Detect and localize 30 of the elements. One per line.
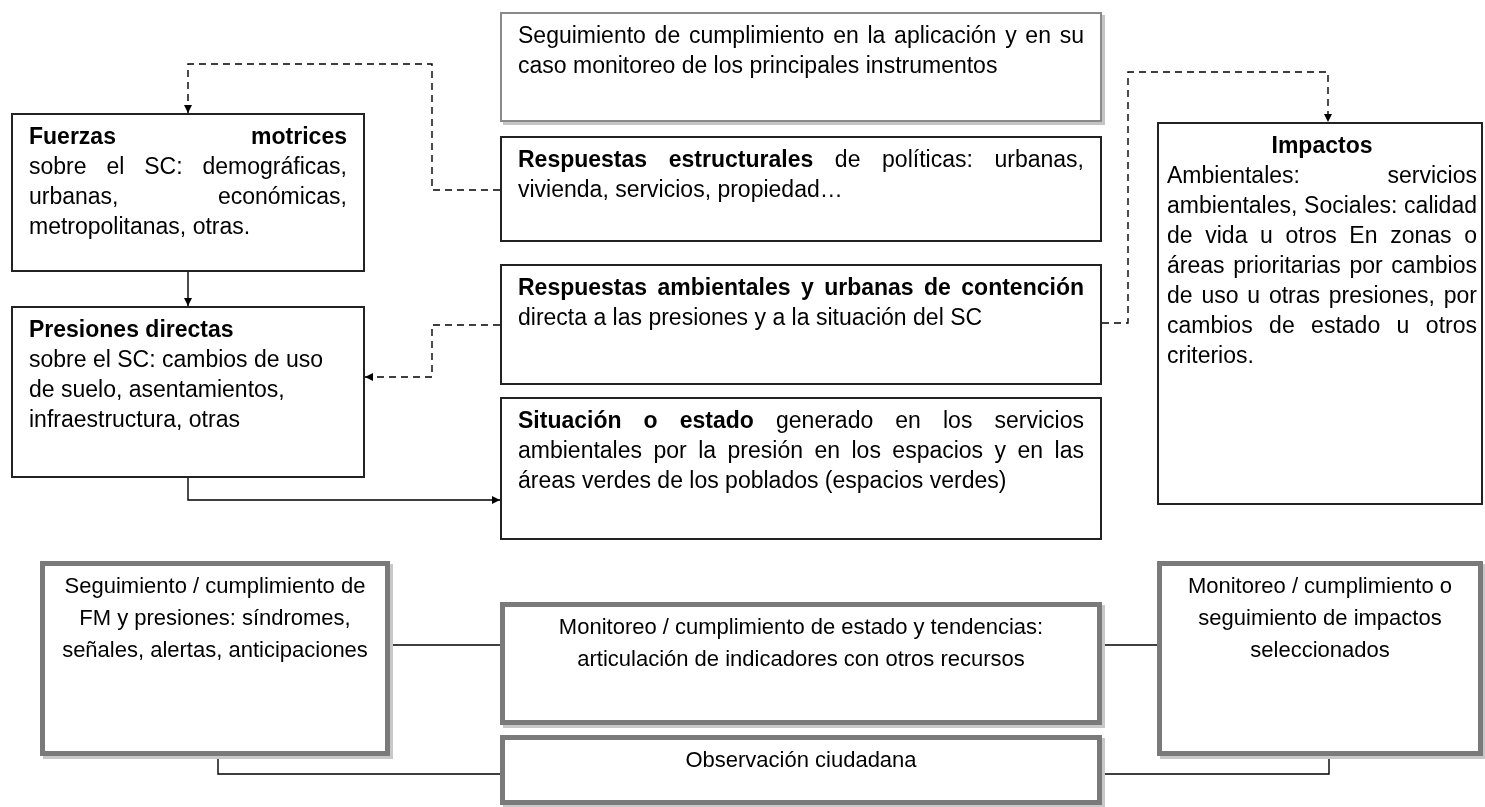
box-heading: Fuerzas motrices: [29, 122, 347, 151]
box-text: Seguimiento / cumplimiento de FM y presiones: síndromes, señales, alertas, anticipaciones: [61, 572, 369, 664]
process-box: [11, 306, 365, 478]
arrow: [364, 324, 501, 381]
box-heading: Impactos: [1270, 131, 1374, 160]
process-box: [500, 264, 1102, 385]
process-box: [500, 12, 1102, 122]
box-text: Situación o estado generado en los servicios ambientales por la presión en los espacios y en las áreas verdes de los poblados (espacios verdes): [518, 406, 1084, 495]
process-box: [1157, 561, 1483, 756]
box-text: Monitoreo / cumplimiento de estado y tendencias: articulación de indicadores con otros recursos: [557, 613, 1045, 673]
box-text: Ambientales: servicios ambientales, Sociales: calidad de vida u otros En zonas o áreas prioritarias por cambios de uso u otras presiones, por cambios de estado u otros criterios.: [1167, 161, 1477, 370]
box-text: sobre el SC: demográficas, urbanas, económicas, metropolitanas, otras.: [29, 152, 347, 241]
arrow: [187, 477, 501, 504]
arrow: [184, 63, 501, 191]
arrow: [184, 271, 192, 307]
process-box: [1157, 122, 1483, 505]
process-box: [500, 136, 1102, 242]
box-text: Respuestas estructurales de políticas: urbanas, vivienda, servicios, propiedad…: [518, 145, 1084, 204]
process-box: [40, 561, 390, 756]
box-text: sobre el SC: cambios de uso de suelo, asentamientos, infraestructura, otras: [29, 345, 325, 434]
process-box: [500, 397, 1102, 540]
process-box: [11, 113, 365, 272]
box-text: Monitoreo / cumplimiento o seguimiento de impactos seleccionados: [1186, 572, 1454, 664]
process-box: [500, 735, 1102, 805]
process-box: [500, 602, 1102, 725]
box-heading: Presiones directas: [29, 315, 235, 344]
arrow: [1101, 71, 1332, 324]
box-text: Observación ciudadana: [684, 746, 918, 774]
box-text: Seguimiento de cumplimiento en la aplicación y en su caso monitoreo de los principales instrumentos: [518, 21, 1084, 80]
box-text: Respuestas ambientales y urbanas de contención directa a las presiones y a la situación del SC: [518, 273, 1084, 332]
